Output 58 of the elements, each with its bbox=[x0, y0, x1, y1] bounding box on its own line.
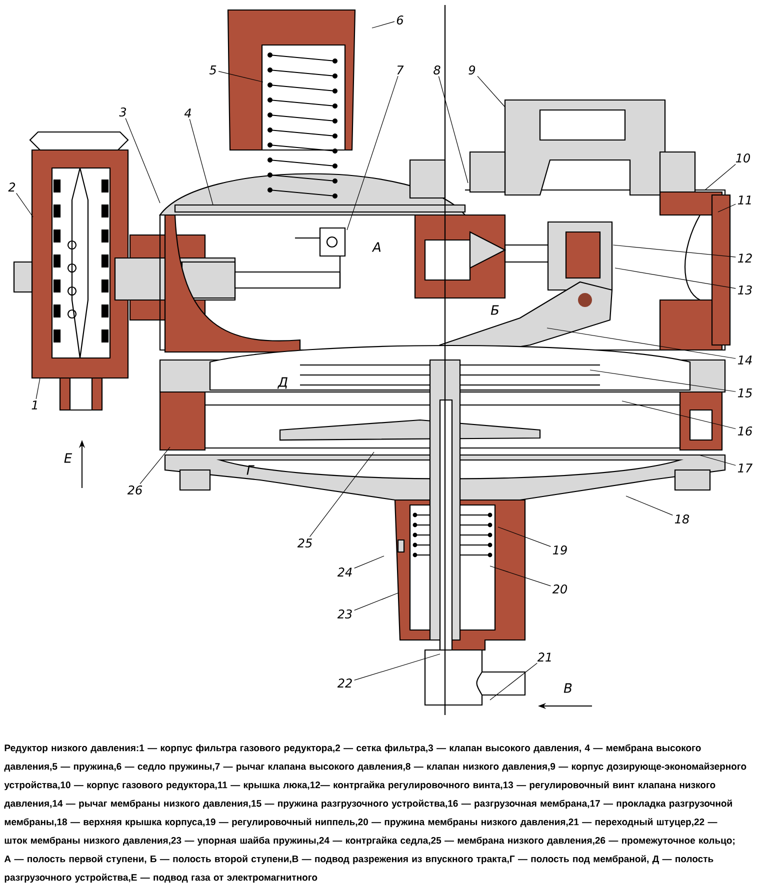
callout-number: 14 bbox=[738, 356, 752, 364]
leader-line bbox=[16, 192, 34, 218]
callout-number: 25 bbox=[297, 538, 312, 548]
leader-line bbox=[698, 454, 736, 466]
leader-line bbox=[354, 556, 384, 568]
cavity-letter: Д bbox=[277, 377, 288, 389]
cavity-letter: Г bbox=[246, 465, 254, 475]
callout-number: 22 bbox=[337, 678, 352, 688]
leader-line bbox=[477, 76, 506, 108]
callout-number: 24 bbox=[337, 568, 352, 576]
leader-line bbox=[438, 76, 468, 184]
leader-line bbox=[354, 654, 440, 680]
leader-line bbox=[140, 446, 170, 484]
callout-number: 13 bbox=[738, 285, 752, 295]
callout-number: 10 bbox=[736, 153, 750, 163]
leader-line bbox=[590, 370, 736, 392]
leader-line bbox=[612, 244, 736, 258]
callout-number: 5 bbox=[209, 66, 216, 74]
callout-number: 12 bbox=[738, 254, 752, 262]
callout-number: 19 bbox=[552, 545, 567, 555]
leader-line bbox=[622, 400, 736, 430]
callout-number: 4 bbox=[184, 108, 191, 118]
cavity-letter: Б bbox=[490, 305, 499, 315]
leader-line bbox=[718, 204, 736, 212]
callout-number: 21 bbox=[537, 652, 551, 662]
callout-number: 6 bbox=[396, 15, 404, 25]
callout-number: 11 bbox=[738, 196, 751, 204]
leader-line bbox=[498, 526, 551, 547]
callout-number: 8 bbox=[434, 65, 440, 75]
callout-number: 26 bbox=[127, 485, 142, 495]
leader-line bbox=[546, 328, 736, 359]
callout-number: 18 bbox=[674, 514, 690, 524]
leader-line bbox=[490, 566, 551, 586]
leader-line bbox=[346, 76, 398, 230]
cavity-letter: Е bbox=[64, 453, 72, 463]
callout-number: 20 bbox=[552, 584, 568, 594]
leader-line bbox=[354, 592, 398, 611]
callout-number: 3 bbox=[119, 107, 126, 117]
leader-line bbox=[309, 452, 374, 538]
leader-line bbox=[189, 118, 214, 206]
callout-number: 23 bbox=[337, 609, 352, 619]
callout-number: 16 bbox=[738, 426, 752, 436]
leader-line bbox=[614, 268, 736, 289]
callout-number: 1 bbox=[32, 400, 37, 410]
cavity-letter: В bbox=[564, 683, 572, 693]
callout-number: 17 bbox=[738, 464, 753, 472]
leader-line bbox=[490, 662, 538, 700]
callout-number: 9 bbox=[468, 65, 476, 75]
leader-line bbox=[626, 496, 673, 516]
leader-line bbox=[125, 118, 160, 204]
caption: Редуктор низкого давления:1 — корпус фильтра газового редуктора,2 — сетка фильтра,3 — клапан высокого давления, 4 — мембрана высокого давления,5 — пружина,6 — седло пружины,7 — рычаг клапана высокого давления,8 — клапан низкого давления,9 — корпус дозирующе-экономайзерного устройства,10 — корпус газового редуктора,11 — крышка люка,12— контргайка регулировочного винта,13 — регулировочный винт клапана низкого давления,14 — рычаг мембраны низкого давления,15 — пружина разгрузочного устройства,16 — разгрузочная мембрана,17 — прокладка разгрузочной мембраны,18 — верхняя крышка корпуса,19 — регулировочный ниппель,20 — пружина мембраны низкого давления,21 — переходный штуцер,22 — шток мембраны низкого давления,23 — упорная шайба пружины,24 — контргайка седла,25 — мембрана низкого давления,26 — промежуточное кольцо; А — полость первой ступени, Б — полость второй ступени,В — подвод разрежения из впускного тракта,Г — полость под мембраной, Д — полость разгрузочного устройства,Е — подвод газа от электромагнитного bbox=[4, 744, 746, 883]
leader-line bbox=[372, 21, 395, 28]
leader-line bbox=[36, 378, 40, 400]
leader-line bbox=[704, 164, 736, 190]
callout-number: 15 bbox=[738, 388, 752, 398]
callout-number: 7 bbox=[397, 66, 404, 74]
callout-number: 2 bbox=[8, 182, 16, 192]
cavity-letter: А bbox=[372, 242, 381, 252]
